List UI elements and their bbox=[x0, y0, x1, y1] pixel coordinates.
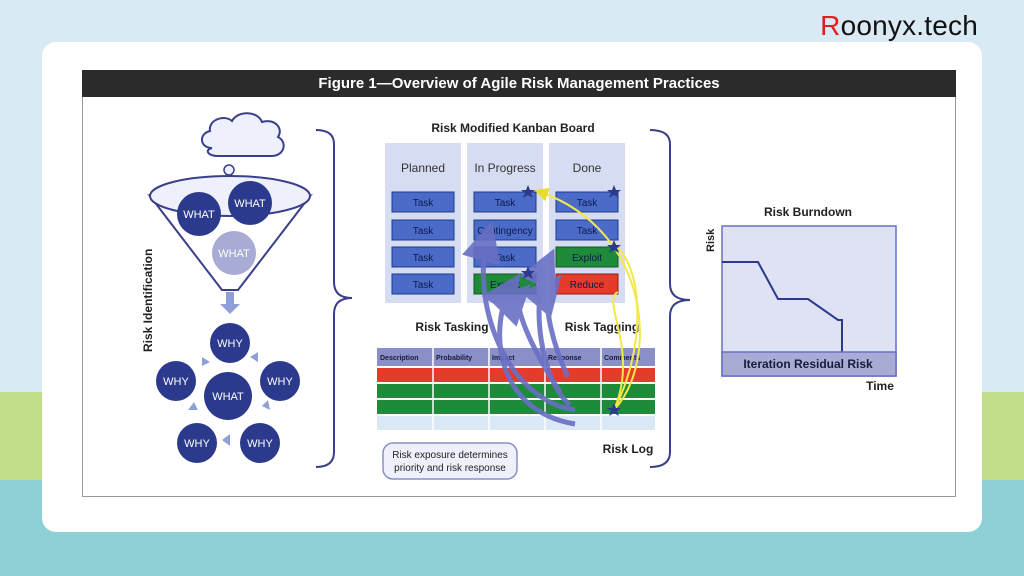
card-planned-3 bbox=[391, 246, 455, 268]
risk-log-label: Risk Log bbox=[603, 442, 654, 456]
risk-log-header-description: Description bbox=[380, 355, 419, 362]
why-circle-right bbox=[260, 361, 300, 401]
residual-risk-label: Iteration Residual Risk bbox=[743, 357, 873, 371]
kanban-column-planned: Planned Task Task Task Task bbox=[385, 143, 461, 303]
card-done-3-label: Exploit bbox=[572, 253, 602, 264]
funnel-what-text-2: WHAT bbox=[234, 198, 266, 210]
risk-log-header-probability: Probability bbox=[436, 355, 472, 362]
what-text-center: WHAT bbox=[212, 391, 244, 403]
risk-log-table bbox=[377, 348, 655, 430]
why-circle-bottom-right bbox=[240, 423, 280, 463]
card-done-2-label: Task bbox=[577, 226, 599, 237]
risk-tasking-arrows bbox=[461, 221, 576, 427]
figure-title: Figure 1—Overview of Agile Risk Manageme… bbox=[82, 70, 956, 97]
card-inprogress-2-label: Contingency bbox=[477, 226, 533, 237]
card-done-2 bbox=[555, 219, 619, 241]
risk-identification-label: Risk Identification bbox=[141, 249, 155, 352]
risk-log-header-response: Response bbox=[548, 355, 582, 362]
funnel-what-circle-2 bbox=[228, 181, 272, 225]
burndown-plot-area bbox=[721, 225, 897, 377]
why-circle-bottom-left bbox=[177, 423, 217, 463]
card-done-4-label: Reduce bbox=[570, 280, 605, 291]
kanban-column-in-progress: In Progress Task Contingency Task Exploi… bbox=[467, 143, 543, 303]
card-planned-1 bbox=[391, 191, 455, 213]
card-planned-3-label: Task bbox=[413, 253, 435, 264]
card-inprogress-4-label: Exploit bbox=[490, 280, 520, 291]
card-planned-4-label: Task bbox=[413, 280, 435, 291]
burndown-title: Risk Burndown bbox=[764, 205, 852, 219]
risk-log-row-empty bbox=[377, 416, 655, 430]
burndown-line bbox=[722, 261, 843, 352]
column-title-planned: Planned bbox=[401, 161, 445, 175]
kanban-title: Risk Modified Kanban Board bbox=[431, 121, 594, 135]
risk-log-row-green-2 bbox=[377, 400, 655, 414]
why-text-bottom-left: WHY bbox=[184, 438, 210, 450]
residual-risk-band bbox=[721, 351, 897, 377]
column-title-done: Done bbox=[573, 161, 602, 175]
funnel-what-circle-1 bbox=[177, 192, 221, 236]
risk-tasking-label: Risk Tasking bbox=[415, 320, 488, 334]
star-icons bbox=[521, 185, 621, 416]
risk-tagging-arrows bbox=[534, 188, 641, 411]
burndown-y-label: Risk bbox=[705, 228, 717, 252]
why-text-right: WHY bbox=[267, 376, 293, 388]
brand-rest: oonyx.tech bbox=[840, 10, 978, 41]
card-planned-2-label: Task bbox=[413, 226, 435, 237]
card-inprogress-1 bbox=[473, 191, 537, 213]
what-circle-center bbox=[204, 372, 252, 420]
right-brace bbox=[649, 129, 691, 468]
risk-tagging-label: Risk Tagging bbox=[565, 320, 639, 334]
why-circle-left bbox=[156, 361, 196, 401]
funnel-what-text-1: WHAT bbox=[183, 209, 215, 221]
why-circle-top bbox=[210, 323, 250, 363]
column-title-in-progress: In Progress bbox=[474, 161, 535, 175]
kanban-column-done: Done Task Task Exploit Reduce bbox=[549, 143, 625, 303]
risk-exposure-note-line1: Risk exposure determines bbox=[392, 450, 508, 461]
card-planned-4 bbox=[391, 273, 455, 295]
why-text-top: WHY bbox=[217, 338, 243, 350]
why-text-left: WHY bbox=[163, 376, 189, 388]
cloud-icon bbox=[201, 112, 285, 176]
card-inprogress-1-label: Task bbox=[495, 198, 517, 209]
left-brace bbox=[315, 129, 353, 468]
funnel-what-text-3: WHAT bbox=[218, 248, 250, 260]
card-planned-1-label: Task bbox=[413, 198, 435, 209]
brand-first-letter: R bbox=[820, 10, 841, 41]
card-done-3 bbox=[555, 246, 619, 268]
risk-exposure-note-line2: priority and risk response bbox=[394, 463, 506, 474]
funnel-what-circle-3 bbox=[212, 231, 256, 275]
cycle-arrows bbox=[188, 352, 270, 446]
card-planned-2 bbox=[391, 219, 455, 241]
brand-logo-text: Roonyx.tech bbox=[820, 10, 978, 42]
risk-exposure-note: Risk exposure determines priority and ri… bbox=[382, 442, 518, 480]
why-text-bottom-right: WHY bbox=[247, 438, 273, 450]
burndown-x-label: Time bbox=[866, 379, 894, 393]
card-inprogress-3-label: Task bbox=[495, 253, 517, 264]
card-done-1-label: Task bbox=[577, 198, 599, 209]
